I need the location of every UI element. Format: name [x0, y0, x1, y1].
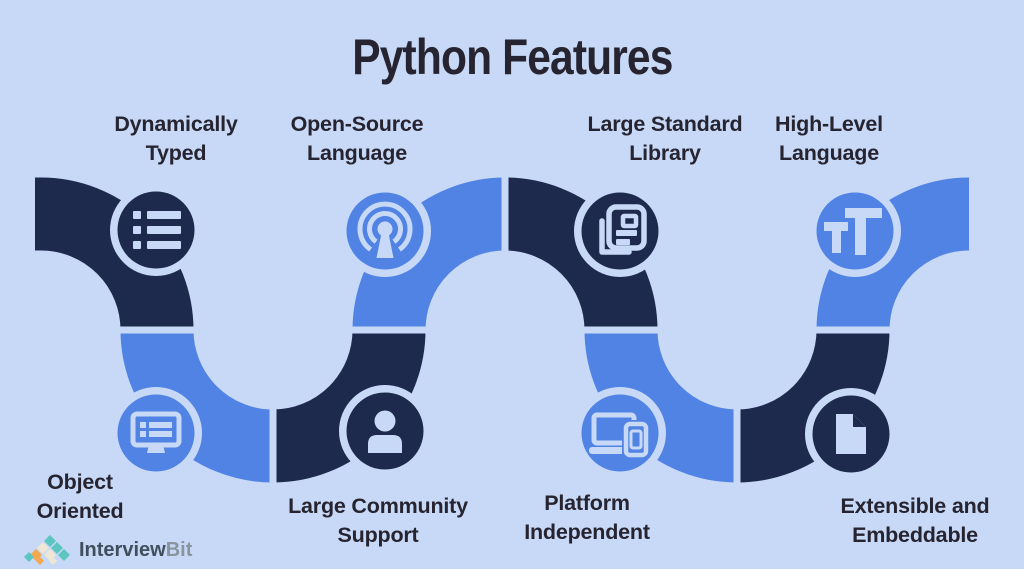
brand-logo-icon: [24, 535, 70, 565]
feature-label-line: Language: [307, 141, 407, 165]
person-icon: [339, 385, 431, 477]
feature-label-line: Open-Source: [290, 112, 424, 136]
feature-label-line: Dynamically: [114, 112, 238, 136]
feature-label-high-level-language: High-Level Language: [775, 110, 883, 168]
brand-logo-text: InterviewBit: [79, 539, 192, 562]
page-title-text: Python Features: [351, 29, 673, 85]
feature-label-extensible-embeddable: Extensible and Embeddable: [841, 492, 990, 550]
feature-label-line: High-Level: [775, 112, 883, 136]
broadcast-icon: [339, 185, 431, 277]
feature-label-line: Platform: [544, 491, 630, 515]
feature-label-line: Independent: [524, 520, 650, 544]
feature-label-platform-independent: Platform Independent: [524, 489, 650, 547]
feature-label-line: Large Community: [288, 494, 468, 518]
feature-label-line: Object: [47, 470, 113, 494]
text-size-icon: [809, 185, 901, 277]
library-icon: [574, 185, 666, 277]
feature-label-line: Oriented: [36, 499, 124, 523]
feature-label-line: Embeddable: [852, 523, 978, 547]
feature-label-line: Language: [779, 141, 879, 165]
brand-name-primary: Interview: [79, 538, 166, 561]
feature-label-line: Extensible and: [840, 494, 990, 518]
brand-logo: InterviewBit: [20, 535, 192, 565]
document-icon: [805, 388, 897, 480]
feature-label-object-oriented: Object Oriented: [37, 468, 124, 526]
feature-label-line: Typed: [145, 141, 207, 165]
ribbon-separators: [115, 172, 895, 488]
feature-label-line: Support: [337, 523, 419, 547]
brand-name-secondary: Bit: [165, 538, 193, 561]
feature-label-dynamically-typed: Dynamically Typed: [114, 110, 237, 168]
page-title: Python Features: [0, 28, 1024, 86]
feature-label-line: Large Standard: [587, 112, 743, 136]
devices-icon: [574, 387, 666, 479]
feature-label-large-community-support: Large Community Support: [288, 492, 468, 550]
feature-label-open-source-language: Open-Source Language: [291, 110, 424, 168]
monitor-icon: [110, 387, 202, 479]
list-icon: [110, 184, 202, 276]
feature-label-large-standard-library: Large Standard Library: [588, 110, 743, 168]
feature-label-line: Library: [629, 141, 701, 165]
